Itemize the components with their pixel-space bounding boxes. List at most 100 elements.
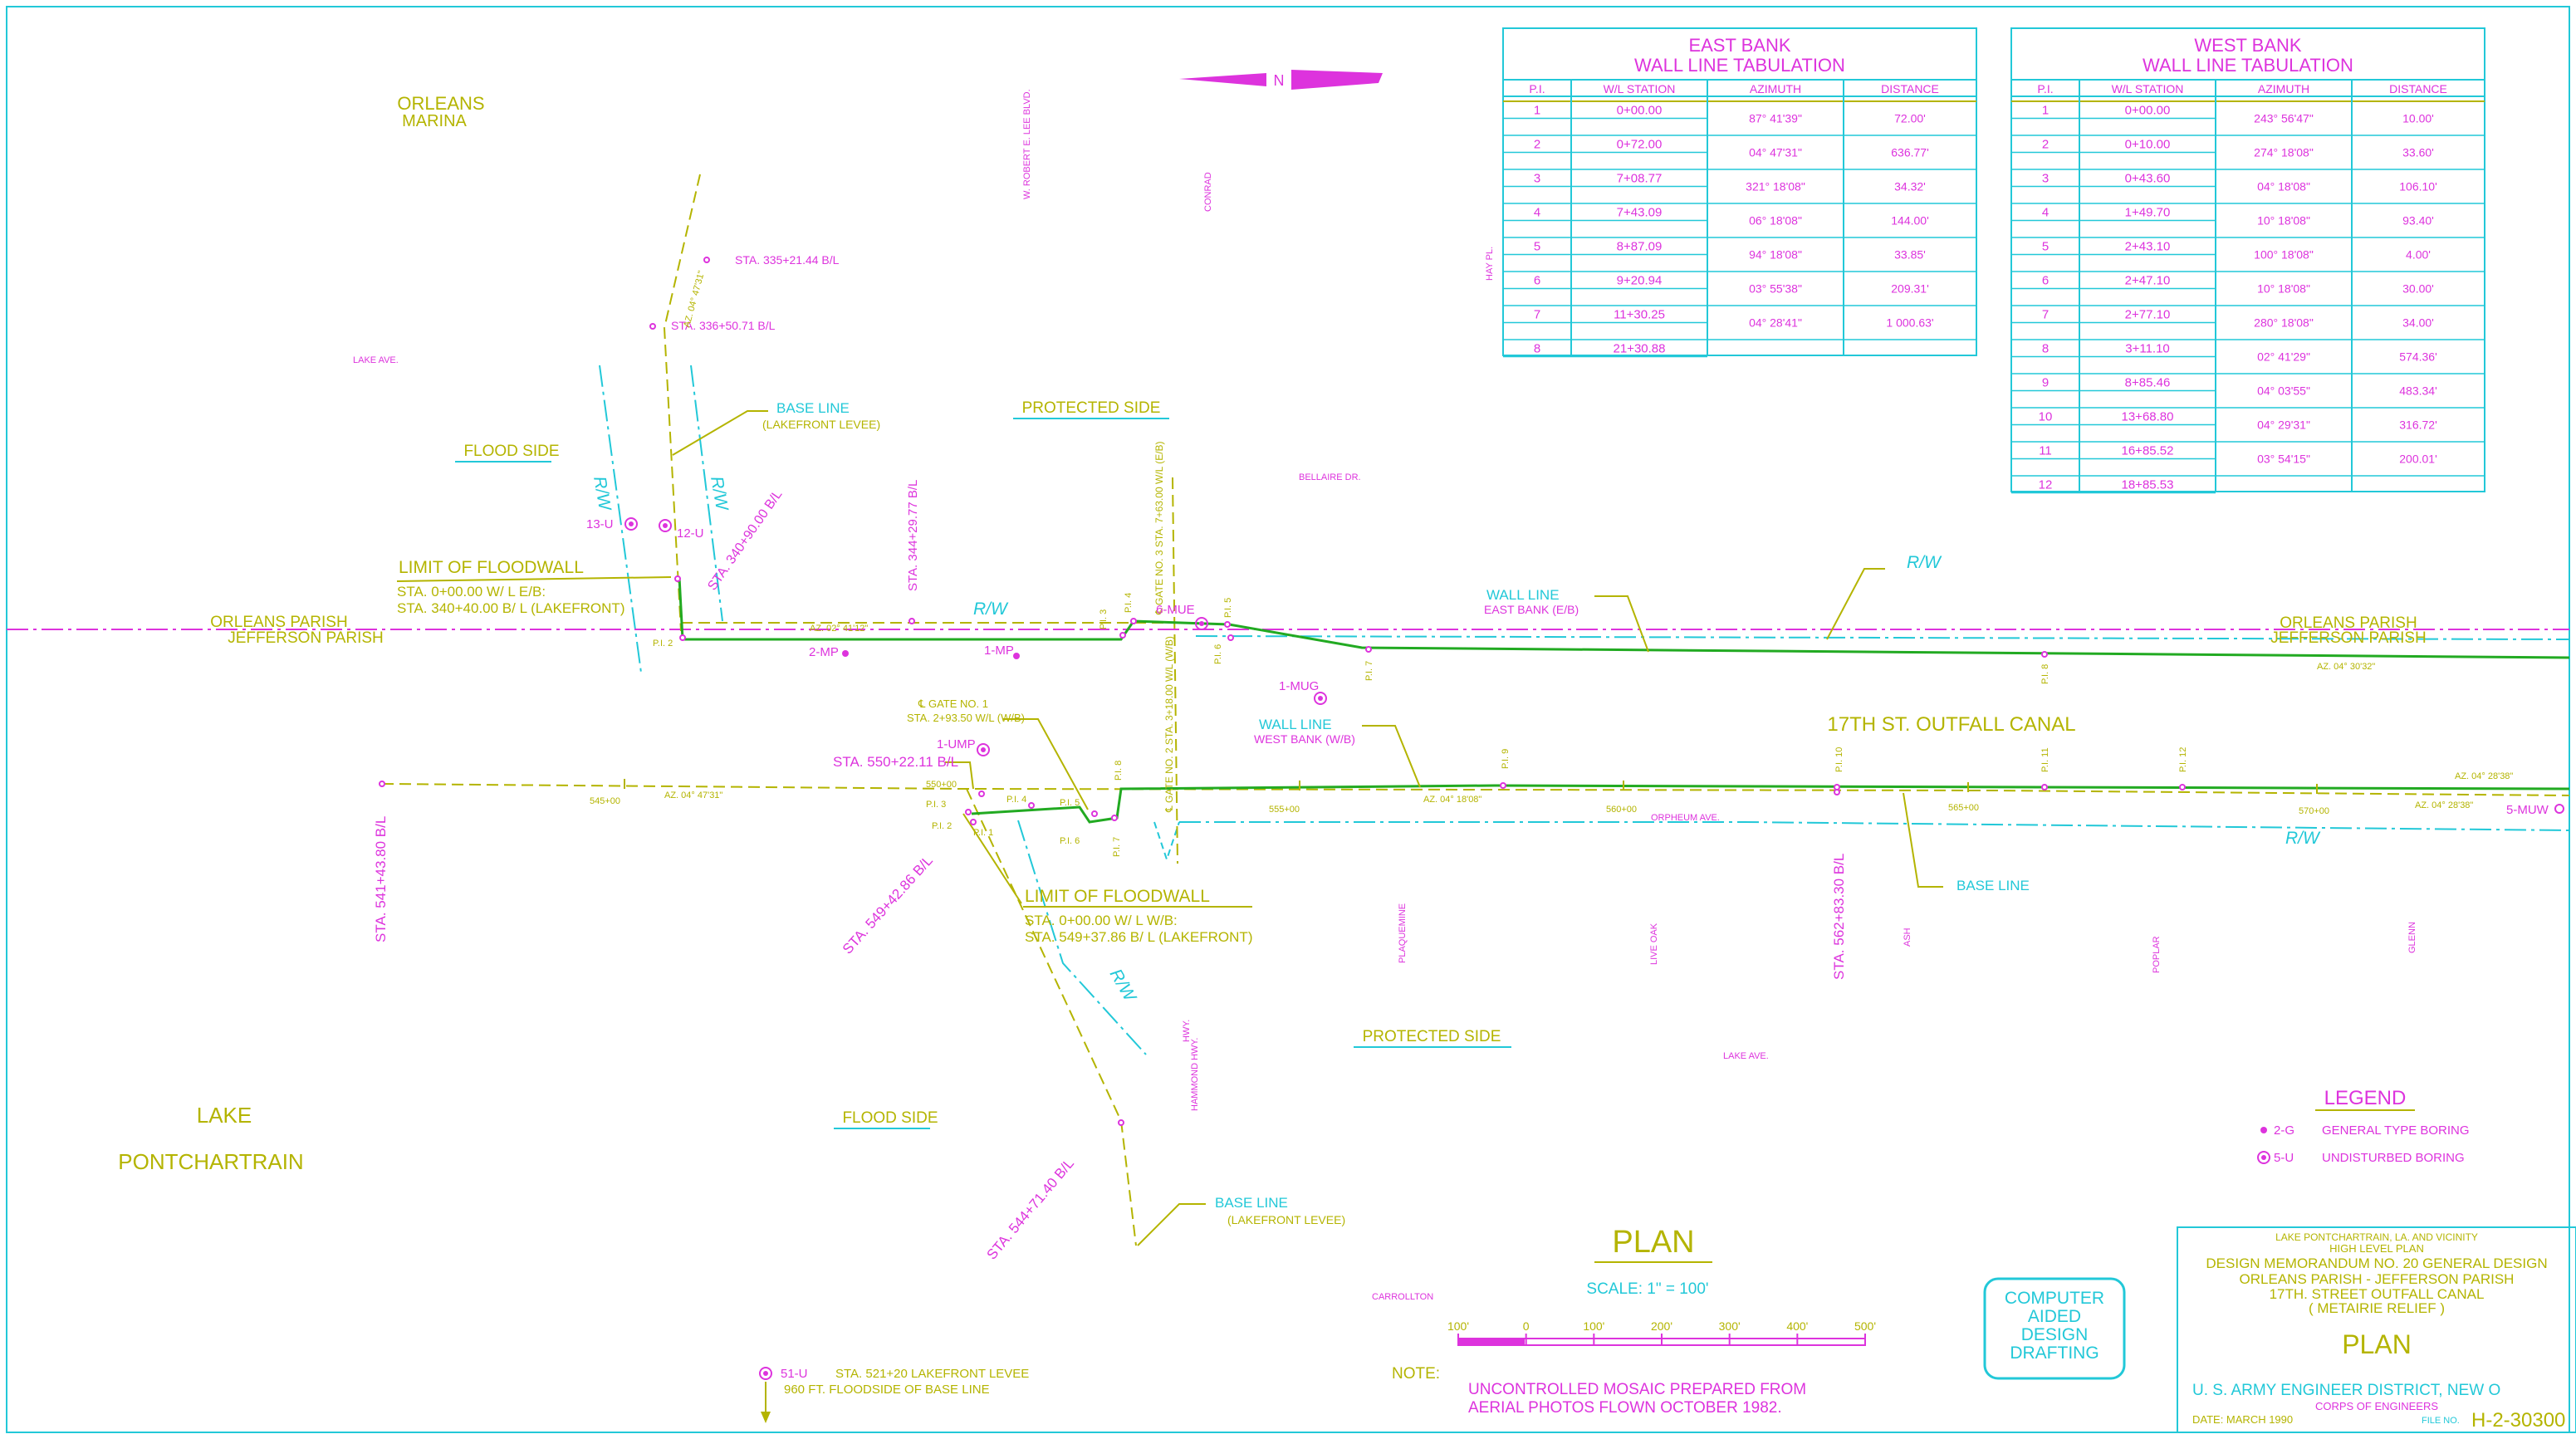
cad-stamp-line-4: DRAFTING (2010, 1344, 2099, 1363)
station-cell: 9+20.94 (1617, 273, 1663, 287)
station-cell: 1+49.70 (2125, 205, 2171, 219)
west-header-azimuth: AZIMUTH (2258, 82, 2309, 95)
cad-stamp: COMPUTER AIDED DESIGN DRAFTING (1983, 1277, 2126, 1380)
boring-labels: 13-U 12-U 2-MP 1-MP 6-MUE 1-MUG 1-UMP 5-… (586, 517, 2549, 1397)
base-line-lakefront-west-label: BASE LINE (1215, 1195, 1288, 1211)
pi-cell: 11 (2039, 443, 2052, 458)
bl-station-label: 565+00 (1948, 803, 1979, 813)
sta-336-label: STA. 336+50.71 B/L (671, 319, 776, 332)
gate-3-label: ℄ GATE NO. 3 STA. 7+63.00 W/L (E/B) (1153, 441, 1165, 615)
north-arrow-head (1291, 70, 1383, 90)
base-line-lakefront-east-label: BASE LINE (776, 400, 850, 416)
boring-51u-dot (763, 1371, 768, 1376)
pi-marker (1111, 815, 1118, 821)
general-boring-icon (2260, 1127, 2267, 1133)
title-file-no: FILE NO. (2422, 1416, 2460, 1426)
pi-cell: 7 (1534, 307, 1540, 321)
legend-label-1: GENERAL TYPE BORING (2322, 1123, 2470, 1138)
pontchartrain-label: PONTCHARTRAIN (118, 1149, 303, 1174)
wall-line-west-title: WALL LINE (1259, 717, 1332, 732)
pi-marker (1028, 802, 1035, 809)
bl-station-label: 545+00 (590, 796, 620, 806)
pi-marker (1227, 634, 1234, 641)
pi-marker (703, 257, 710, 263)
west-table-frame (2010, 27, 2485, 492)
base-line-label: BASE LINE (1956, 878, 2030, 893)
pi-label: P.I. 11 (2040, 747, 2050, 772)
west-table-title: WEST BANK (2194, 35, 2302, 56)
title-block-frame (2177, 1226, 2576, 1433)
pi-label: P.I. 10 (1834, 747, 1844, 772)
scale-tick-label: 500' (1854, 1319, 1876, 1333)
pi-marker (1130, 618, 1137, 624)
wall-line-east-title: WALL LINE (1486, 587, 1560, 603)
pi-marker (1500, 782, 1506, 789)
title-plan: PLAN (2342, 1329, 2412, 1359)
street-lake-ave-north: LAKE AVE. (353, 355, 399, 365)
station-cell: 18+85.53 (2122, 477, 2174, 492)
base-line-lakefront-west-sub: (LAKEFRONT LEVEE) (1227, 1213, 1345, 1226)
street-hay-pl: HAY PL. (1485, 247, 1495, 281)
pi-cell: 2 (1534, 137, 1540, 151)
title-file-value: H-2-30300 (2471, 1409, 2565, 1432)
street-carrollton: CARROLLTON (1372, 1292, 1433, 1302)
pi-label: P.I. 8 (2040, 664, 2050, 684)
linework (7, 174, 2570, 1246)
note-line-2: AERIAL PHOTOS FLOWN OCTOBER 1982. (1468, 1399, 1782, 1417)
pi-label: P.I. 8 (1114, 761, 1124, 781)
rw-left-1 (599, 365, 642, 673)
boring-1ump-dot (981, 747, 986, 752)
limit-floodwall-west: LIMIT OF FLOODWALL STA. 0+00.00 W/ L W/B… (1023, 887, 1252, 945)
scale-tick-label: 300' (1719, 1319, 1741, 1333)
boring-2mp-icon (842, 650, 849, 657)
azimuth-cell: 274° 18'08" (2254, 146, 2314, 159)
boring-1mug-dot (1318, 696, 1323, 701)
station-cell: 0+72.00 (1617, 137, 1663, 151)
pi-labels-west: P.I. 3 P.I. 2 P.I. 1 P.I. 4 P.I. 5 P.I. … (926, 747, 2188, 857)
boring-12u-dot (663, 523, 668, 528)
wall-line-west-sub: WEST BANK (W/B) (1254, 732, 1355, 746)
leader-base-west (1903, 792, 1943, 888)
pi-marker (1834, 789, 1840, 795)
distance-cell: 10.00' (2402, 112, 2434, 125)
azimuth-cell: 100° 18'08" (2254, 248, 2314, 262)
distance-cell: 33.85' (1894, 248, 1926, 262)
leader-rw-east (1826, 568, 1885, 640)
station-cell: 8+87.09 (1617, 239, 1663, 253)
undisturbed-boring-icon (2257, 1151, 2270, 1164)
rw-line-west (1179, 821, 2570, 831)
pi-marker (1091, 810, 1098, 817)
distance-cell: 93.40' (2402, 214, 2434, 228)
pi-label: P.I. 5 (1060, 798, 1080, 808)
boring-5muw-icon (2554, 804, 2564, 814)
azimuth-cell: 04° 03'55" (2257, 384, 2310, 398)
pi-cell: 8 (2042, 341, 2049, 355)
station-cell: 0+43.60 (2125, 171, 2171, 185)
station-cell: 21+30.88 (1614, 341, 1666, 355)
boring-1mug-label: 1-MUG (1279, 679, 1319, 693)
boring-1mug-icon (1314, 692, 1327, 705)
pi-marker (649, 323, 656, 330)
east-table-subtitle: WALL LINE TABULATION (1634, 55, 1845, 76)
west-bank-table: WEST BANK WALL LINE TABULATION P.I. W/L … (2010, 27, 2485, 494)
pi-cell: 4 (2042, 205, 2049, 219)
cad-stamp-line-1: COMPUTER (2005, 1289, 2104, 1308)
orleans-parish-right: ORLEANS PARISH (2280, 614, 2417, 632)
station-cell: 16+85.52 (2122, 443, 2174, 458)
conrad-alignment (1172, 477, 1178, 864)
legend-symbol-1: 2-G (2274, 1123, 2294, 1138)
lake-label: LAKE (197, 1103, 252, 1128)
boring-13u-label: 13-U (586, 517, 614, 531)
leader-base-lakefront-east (672, 410, 768, 456)
pi-label: P.I. 12 (2178, 747, 2188, 772)
wall-line-labels: WALL LINE EAST BANK (E/B) WALL LINE WEST… (1254, 587, 1579, 746)
boring-2mp-label: 2-MP (809, 645, 839, 659)
pi-label: P.I. 5 (1223, 598, 1233, 618)
pi-cell: 3 (1534, 171, 1540, 185)
street-glenn: GLENN (2407, 922, 2417, 953)
boring-51u-desc: 960 FT. FLOODSIDE OF BASE LINE (784, 1383, 990, 1397)
rw-label-4: R/W (1907, 553, 1942, 572)
pi-marker (978, 790, 985, 797)
orleans-marina-label-2: MARINA (402, 112, 467, 130)
